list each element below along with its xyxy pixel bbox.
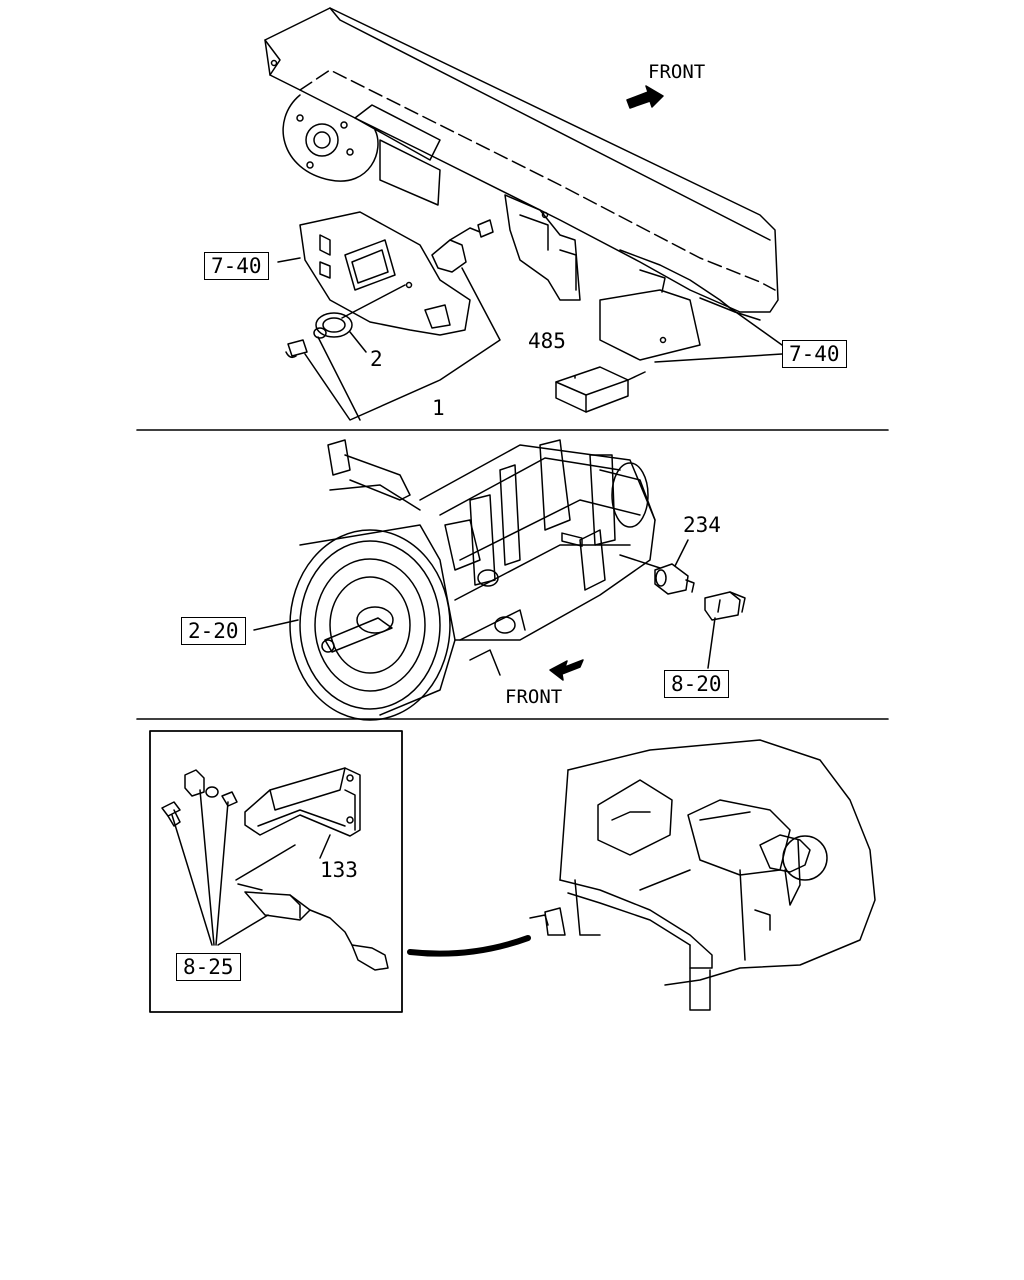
ref-box-2-20: 2-20 bbox=[181, 617, 246, 645]
front-label-middle: FRONT bbox=[505, 686, 563, 708]
ref-box-8-20: 8-20 bbox=[664, 670, 729, 698]
transmission-drawing bbox=[253, 439, 746, 721]
ref-box-7-40-left: 7-40 bbox=[204, 252, 269, 280]
front-arrow-middle bbox=[549, 659, 584, 681]
callout-arrow bbox=[407, 935, 531, 957]
callout-1: 1 bbox=[432, 396, 445, 420]
callout-133: 133 bbox=[320, 858, 358, 882]
dashboard-frame-drawing bbox=[264, 7, 783, 547]
bracket-inset-drawing bbox=[149, 730, 403, 1013]
callout-485: 485 bbox=[528, 329, 566, 353]
cab-interior-drawing bbox=[529, 739, 876, 1011]
ref-box-8-25: 8-25 bbox=[176, 953, 241, 981]
inset-frame bbox=[149, 730, 403, 1013]
front-arrow-top bbox=[626, 85, 664, 109]
front-label-top: FRONT bbox=[648, 61, 706, 83]
ref-box-7-40-right: 7-40 bbox=[782, 340, 847, 368]
callout-234: 234 bbox=[683, 513, 721, 537]
callout-2: 2 bbox=[370, 347, 383, 371]
